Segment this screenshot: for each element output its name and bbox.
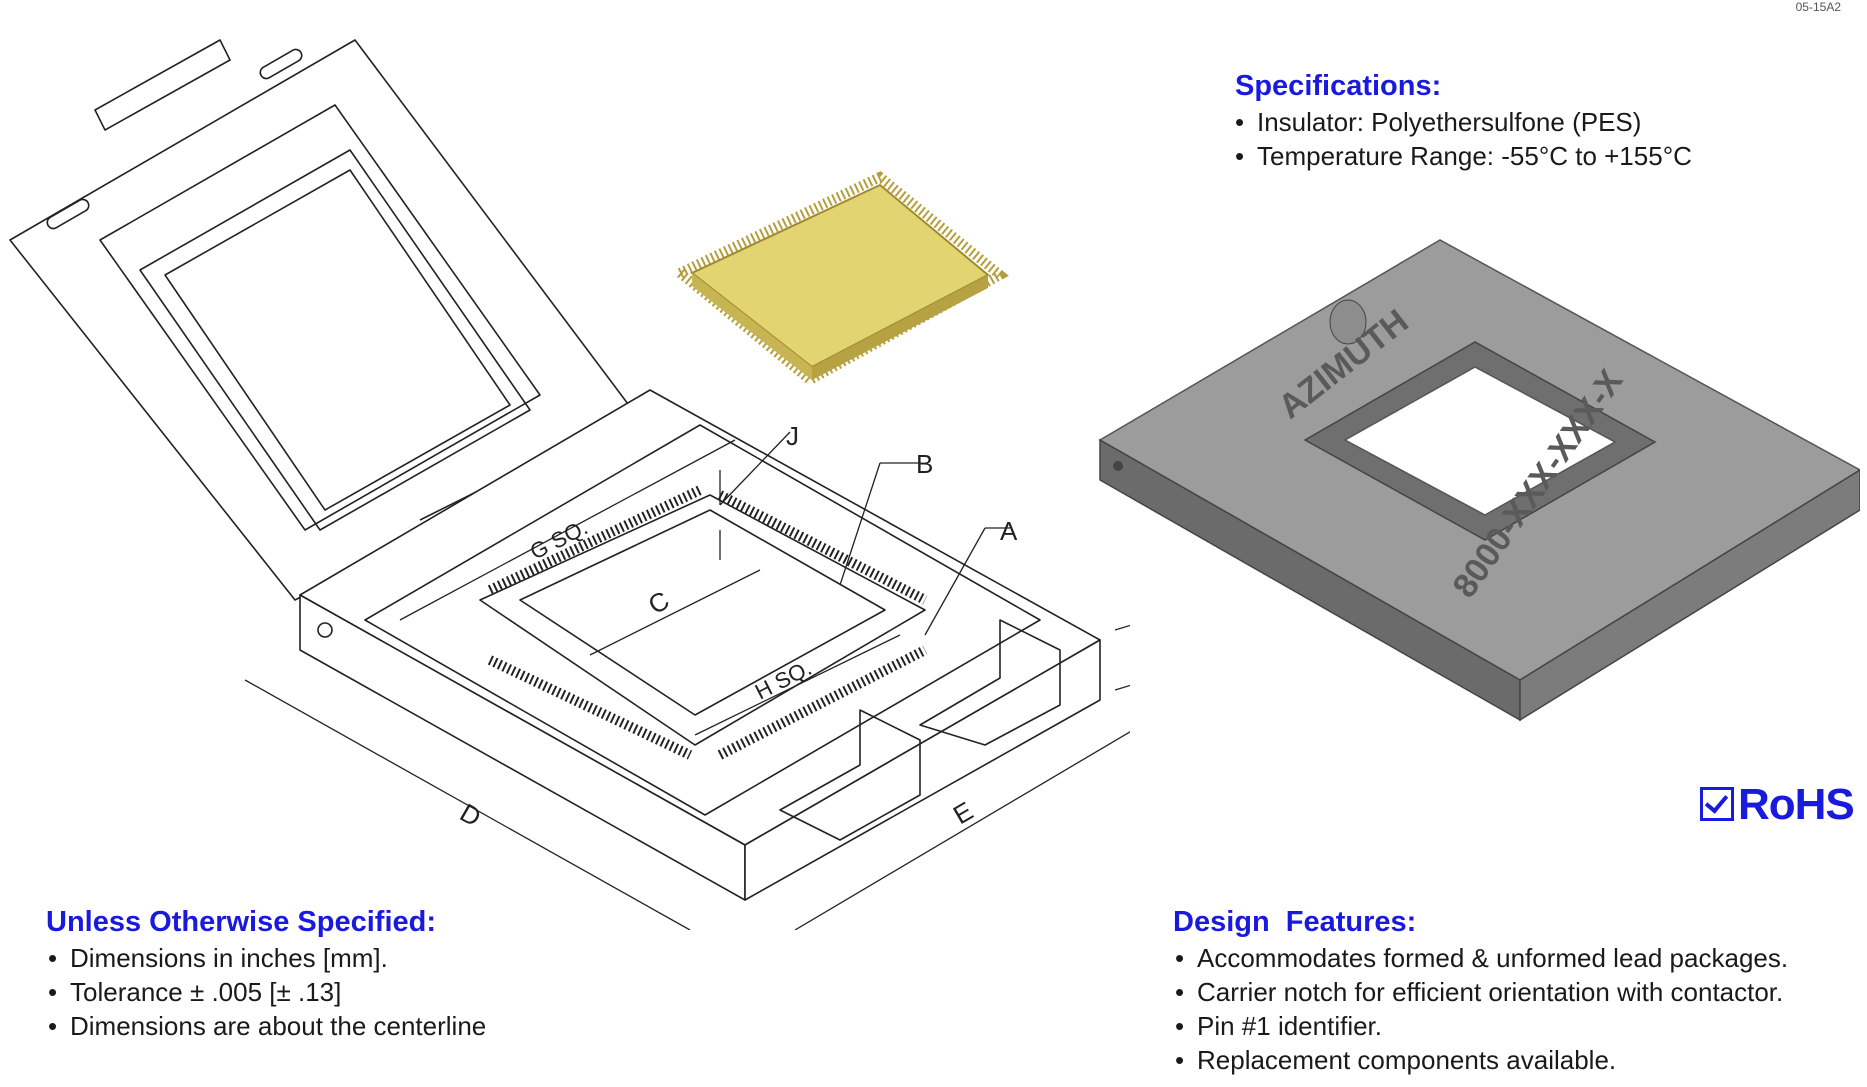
notes-list: Dimensions in inches [mm]. Tolerance ± .… xyxy=(48,941,486,1043)
specification-item: Temperature Range: -55°C to +155°C xyxy=(1235,139,1692,173)
dimension-lines xyxy=(244,431,1130,930)
design-feature-item: Carrier notch for efficient orientation … xyxy=(1175,975,1788,1009)
design-features-list: Accommodates formed & unformed lead pack… xyxy=(1175,941,1788,1077)
socket-lid xyxy=(9,39,641,601)
dimension-label-a: A xyxy=(1000,516,1018,546)
specification-item: Insulator: Polyethersulfone (PES) xyxy=(1235,105,1692,139)
rohs-badge: RoHS xyxy=(1700,780,1855,830)
dimension-label-b: B xyxy=(916,449,933,479)
note-item: Dimensions are about the centerline xyxy=(48,1009,486,1043)
rohs-check-icon xyxy=(1700,787,1734,821)
qfp-chip-illustration xyxy=(670,171,1009,387)
dimension-label-d: D xyxy=(455,797,486,832)
design-feature-item: Accommodates formed & unformed lead pack… xyxy=(1175,941,1788,975)
socket-dimension-drawing: J B A F C G SQ. H SQ. D E xyxy=(9,39,1130,930)
note-item: Dimensions in inches [mm]. xyxy=(48,941,486,975)
specifications-list: Insulator: Polyethersulfone (PES) Temper… xyxy=(1235,105,1692,173)
design-features-heading: Design Features: xyxy=(1173,906,1417,938)
design-feature-item: Replacement components available. xyxy=(1175,1043,1788,1077)
note-item: Tolerance ± .005 [± .13] xyxy=(48,975,486,1009)
socket-carrier-render: AZIMUTH 8000-XXX-XXX-X xyxy=(1098,239,1860,722)
specifications-heading: Specifications: xyxy=(1235,70,1442,102)
dimension-label-j: J xyxy=(786,421,799,451)
design-feature-item: Pin #1 identifier. xyxy=(1175,1009,1788,1043)
rohs-label: RoHS xyxy=(1738,780,1855,829)
notes-heading: Unless Otherwise Specified: xyxy=(46,906,437,938)
socket-base xyxy=(299,389,1101,901)
socket-cavity xyxy=(479,485,928,760)
document-code: 05-15A2 xyxy=(1795,0,1841,14)
